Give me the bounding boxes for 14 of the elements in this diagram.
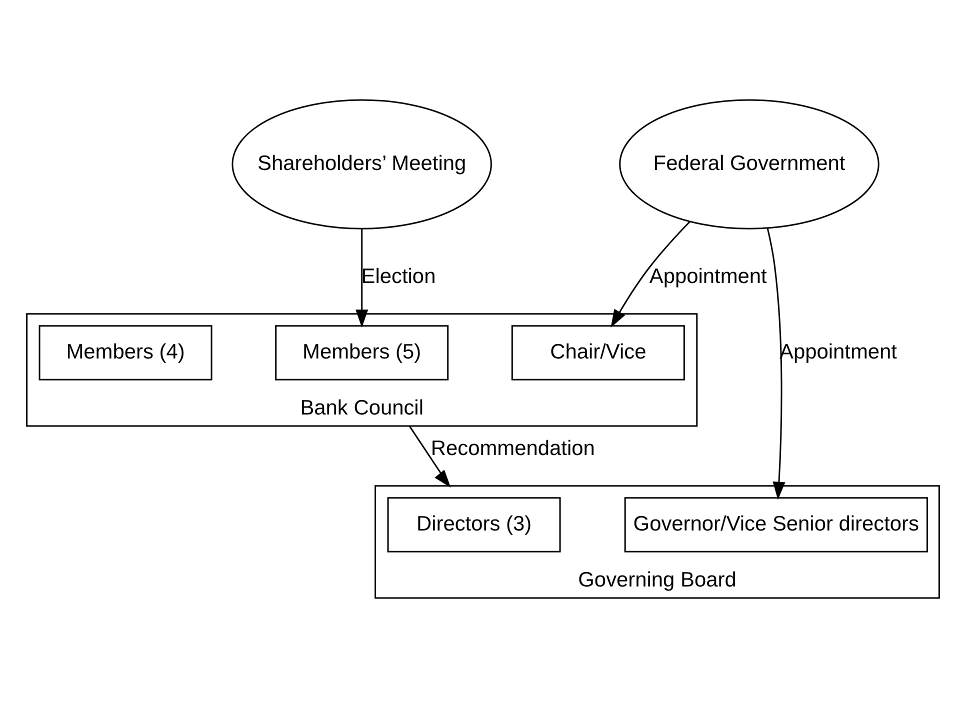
arrow: [610, 220, 691, 328]
edge-label: Appointment: [649, 264, 767, 288]
node-box: Members (4): [38, 325, 212, 380]
arrow: [766, 228, 786, 500]
node-box: Directors (3): [387, 497, 561, 552]
arrow: [356, 229, 368, 328]
node-ellipse: Shareholders’ Meeting: [232, 99, 492, 230]
node-ellipse: Federal Government: [619, 99, 880, 230]
edge-label: Election: [361, 264, 436, 288]
arrow: [408, 426, 451, 488]
edge-label: Recommendation: [430, 436, 595, 460]
node-box: Members (5): [275, 325, 449, 380]
node-box: Chair/Vice: [511, 325, 685, 380]
node-box: Governor/Vice Senior directors: [624, 497, 928, 552]
